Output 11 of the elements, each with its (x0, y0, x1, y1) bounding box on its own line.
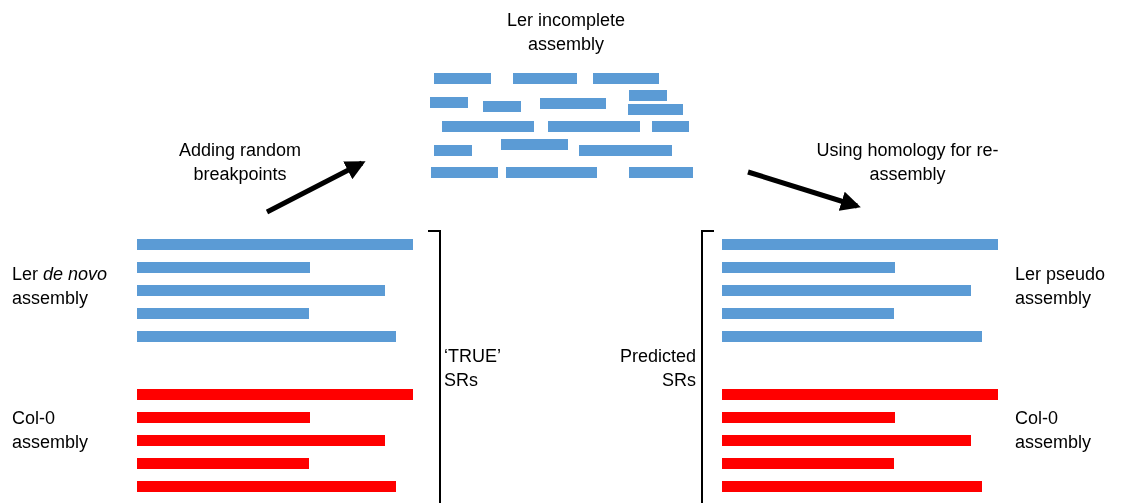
assembly-label: Col-0 assembly (12, 407, 90, 454)
assembly-label: Col-0 assembly (1015, 407, 1093, 454)
arrow (265, 160, 366, 215)
assembly-label: Ler pseudo assembly (1015, 263, 1107, 310)
edge-label: Adding random breakpoints (177, 139, 303, 186)
assembly-label: Ler incomplete assembly (505, 9, 627, 56)
bracket-label: Predicted SRs (618, 345, 696, 392)
bracket-label: ‘TRUE’ SRs (444, 345, 502, 392)
edge-label: Using homology for re-assembly (815, 139, 1000, 186)
arrow (747, 169, 861, 211)
assembly-label: Ler de novo assembly (12, 263, 109, 310)
